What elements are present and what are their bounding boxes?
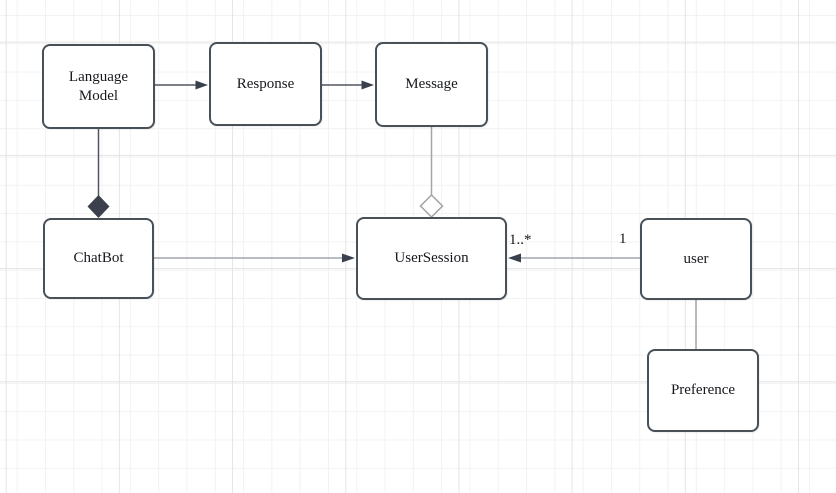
node-preference[interactable]: Preference	[647, 349, 759, 432]
multiplicity-label-usersession: 1..*	[509, 232, 532, 248]
node-response[interactable]: Response	[209, 42, 322, 126]
edge-user-to-user-session[interactable]	[508, 253, 640, 263]
node-label: Preference	[670, 382, 736, 399]
node-user[interactable]: user	[640, 218, 752, 300]
arrowhead-icon	[361, 80, 374, 90]
node-user-session[interactable]: UserSession	[356, 217, 507, 300]
node-label: ChatBot	[73, 250, 124, 267]
node-label: Message	[405, 76, 458, 93]
filled-diamond-icon	[87, 195, 110, 218]
edge-language-model-to-chatbot-composition[interactable]	[87, 129, 110, 218]
arrowhead-icon	[195, 80, 208, 90]
node-language-model[interactable]: Language Model	[42, 44, 155, 129]
edge-language-model-to-response[interactable]	[155, 80, 208, 90]
arrowhead-icon	[342, 253, 355, 263]
edge-chatbot-to-user-session[interactable]	[154, 253, 355, 263]
edge-response-to-message[interactable]	[322, 80, 374, 90]
arrowhead-icon	[508, 253, 521, 263]
node-label: UserSession	[394, 250, 469, 267]
multiplicity-label-user: 1	[619, 231, 627, 247]
node-chatbot[interactable]: ChatBot	[43, 218, 154, 299]
edge-message-to-user-session-aggregation[interactable]	[419, 127, 444, 219]
node-label: Response	[236, 75, 295, 92]
node-label: user	[683, 250, 709, 267]
node-label: Language Model	[68, 68, 129, 104]
node-message[interactable]: Message	[375, 42, 488, 127]
hollow-diamond-icon	[419, 193, 444, 219]
